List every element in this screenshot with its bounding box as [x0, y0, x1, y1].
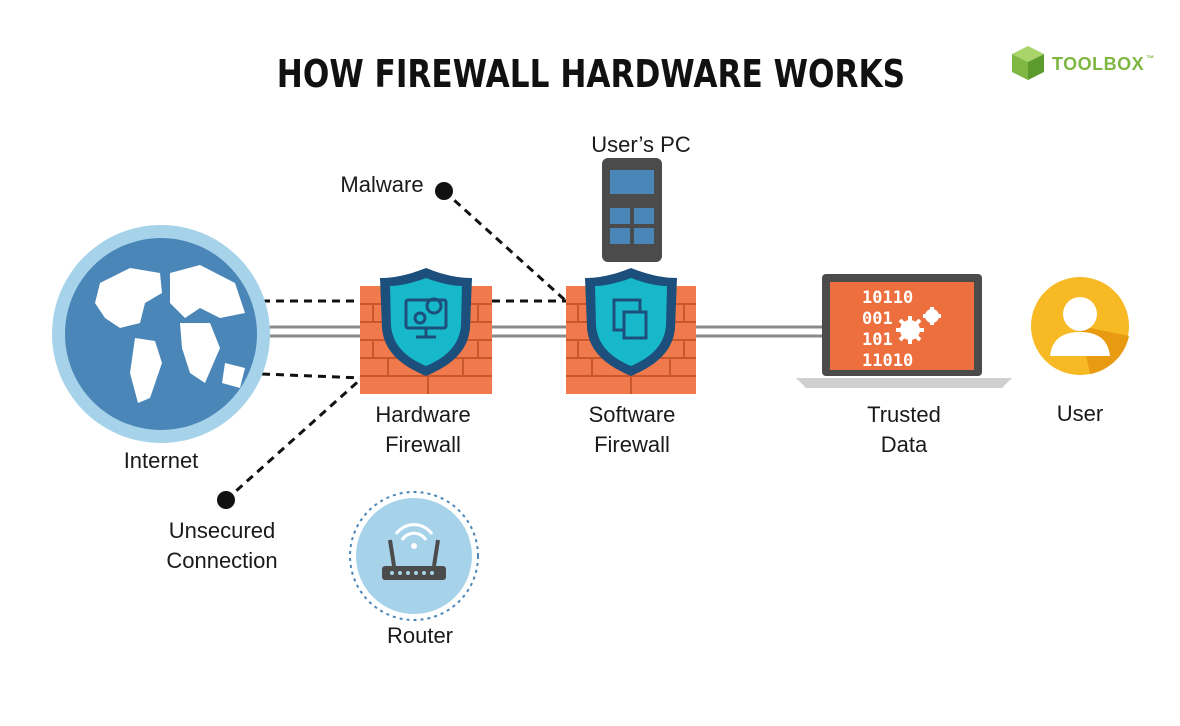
router-label: Router — [386, 623, 454, 648]
software-firewall-label: Software Firewall — [588, 402, 676, 457]
unsecured-dot — [217, 491, 235, 509]
user-label: User — [1056, 401, 1104, 426]
binary-line: 11010 — [862, 351, 914, 371]
binary-line: 001 — [862, 309, 893, 329]
trusted-data-label: Trusted Data — [867, 402, 941, 457]
unsecured-path — [224, 376, 364, 502]
internet-label: Internet — [123, 448, 199, 473]
binary-line: 101 — [862, 330, 893, 350]
router-icon — [349, 491, 479, 621]
binary-line: 10110 — [862, 288, 914, 308]
software-firewall-icon — [566, 268, 696, 394]
malware-label: Malware — [340, 172, 424, 197]
globe-icon — [52, 225, 270, 443]
users-pc-label: User’s PC — [591, 132, 691, 157]
page-title: HOW FIREWALL HARDWARE WORKS — [276, 52, 906, 96]
toolbox-logo-icon — [1012, 46, 1044, 80]
phone-icon — [602, 158, 662, 262]
malware-dot — [435, 182, 453, 200]
laptop-icon — [796, 274, 1012, 388]
hardware-firewall-icon — [360, 268, 492, 394]
hardware-firewall-label: Hardware Firewall — [375, 402, 471, 457]
dashed-link — [261, 372, 363, 380]
user-icon — [1031, 277, 1129, 375]
unsecured-connection-label: Unsecured Connection — [166, 518, 278, 573]
